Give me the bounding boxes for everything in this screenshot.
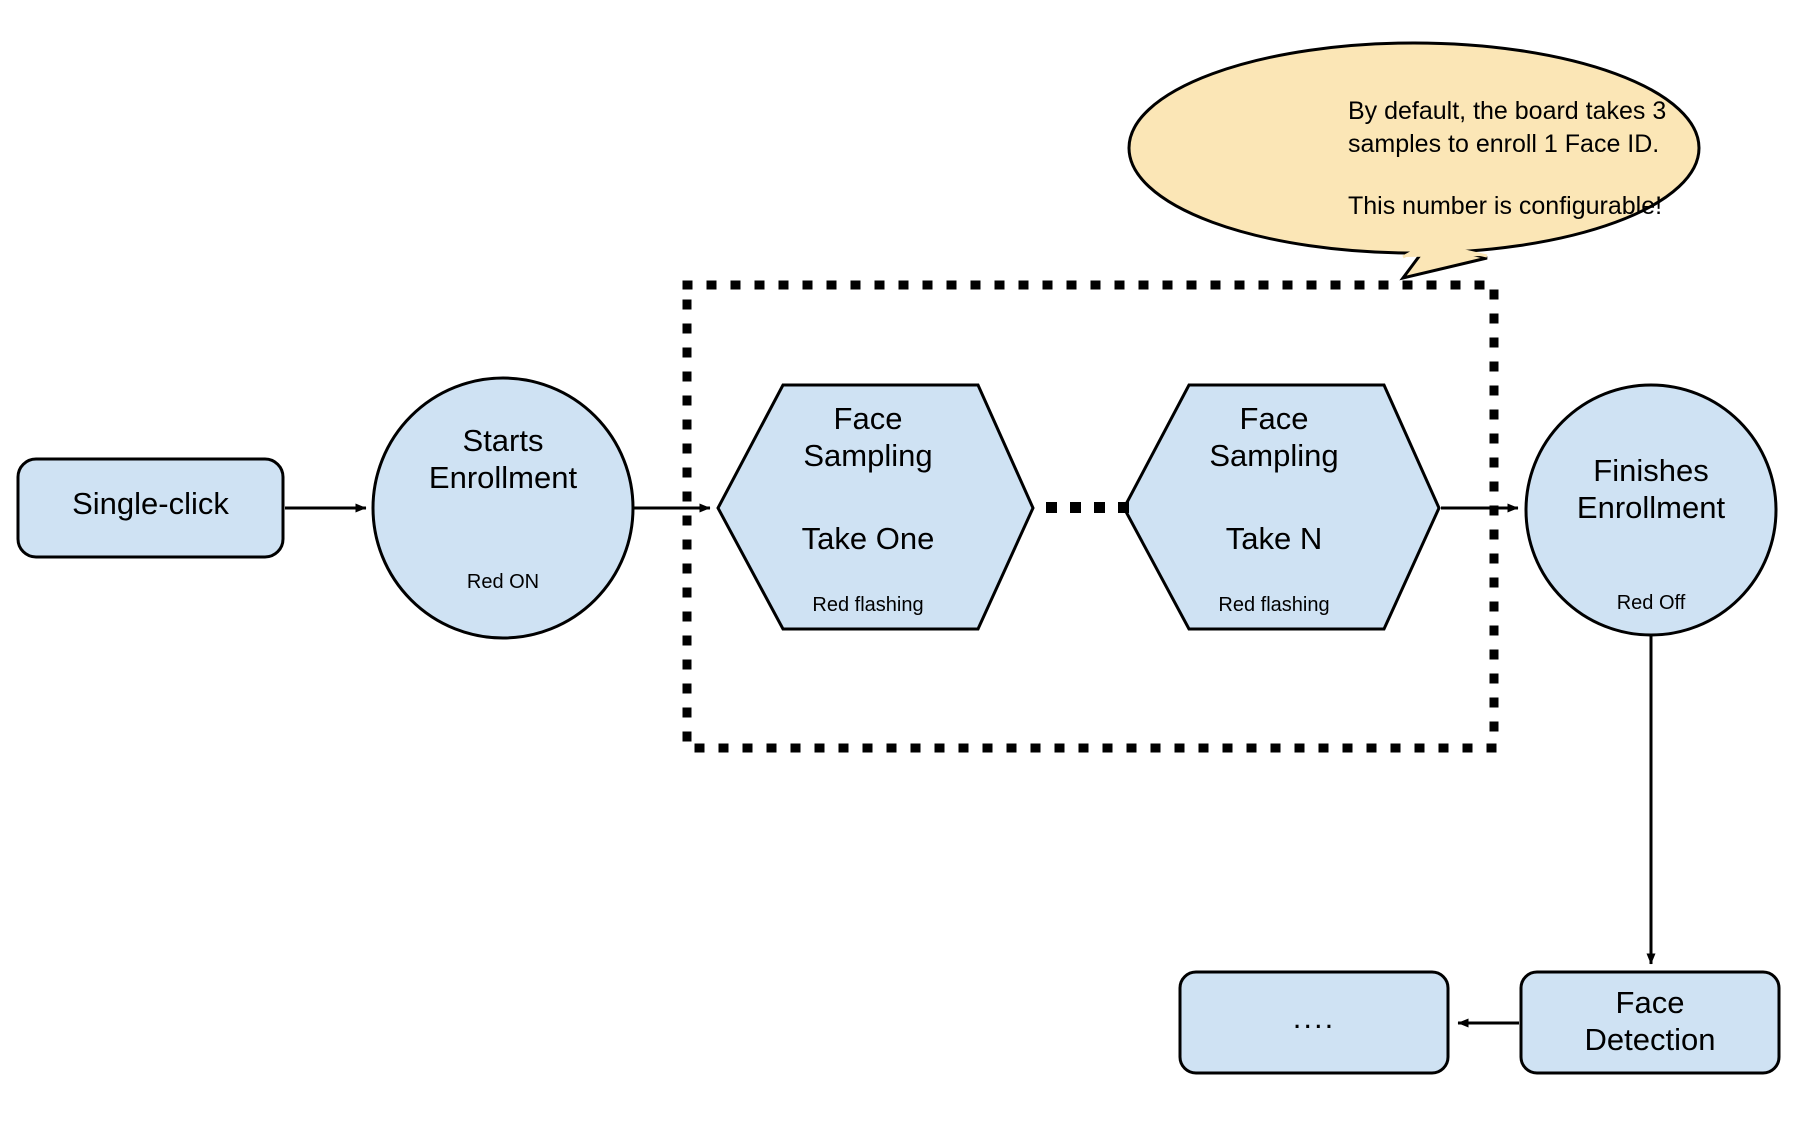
sampling-ellipsis-squares — [1046, 502, 1129, 513]
callout-line-1: By default, the board takes 3 — [1348, 97, 1667, 125]
sampling-loop-group-border — [682, 280, 1499, 753]
node-next-steps-label: .... — [1292, 1000, 1336, 1035]
callout-line-2: samples to enroll 1 Face ID. — [1348, 130, 1660, 158]
node-face-detection-shape[interactable] — [1519, 970, 1781, 1075]
node-finishes-enrollment-shape[interactable] — [1524, 383, 1778, 637]
callout-tail-join — [1402, 241, 1488, 259]
node-face-sampling-take-n-shape[interactable] — [1122, 383, 1441, 631]
node-single-click-shape[interactable] — [16, 457, 285, 559]
node-starts-enrollment-shape[interactable] — [371, 376, 635, 640]
node-next-steps-shape[interactable] — [1178, 970, 1450, 1075]
callout-line-3: This number is configurable! — [1348, 192, 1663, 220]
node-face-sampling-take-one-shape[interactable] — [716, 383, 1035, 631]
sampling-callout-shape — [1127, 41, 1701, 281]
